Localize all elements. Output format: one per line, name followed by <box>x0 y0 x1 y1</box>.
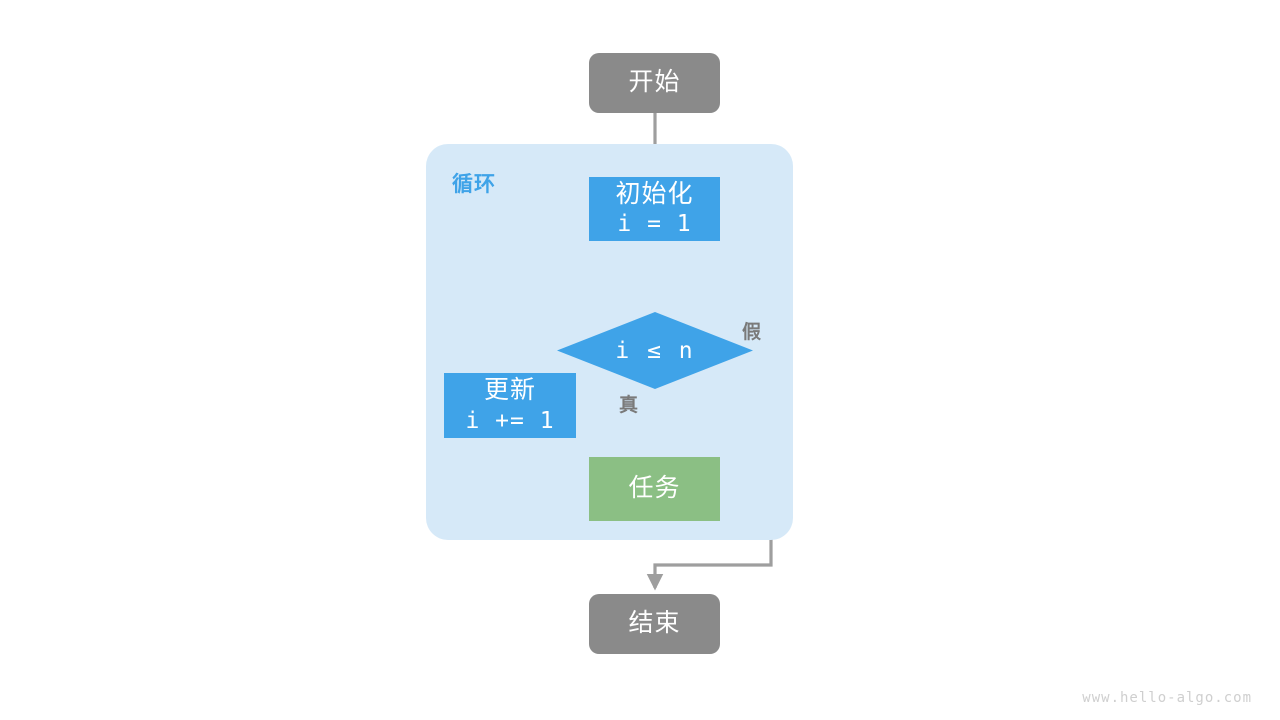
node-decision-label: i ≤ n <box>615 337 695 364</box>
edge-label-false: 假 <box>742 322 762 343</box>
node-end-label: 结束 <box>628 609 681 638</box>
node-update[interactable]: 更新 i += 1 <box>444 373 576 438</box>
node-init-label: 初始化 <box>615 179 694 208</box>
node-start[interactable]: 开始 <box>589 53 720 113</box>
node-decision[interactable]: i ≤ n <box>557 312 753 389</box>
node-task-label: 任务 <box>628 474 681 503</box>
node-init-code: i = 1 <box>617 211 692 238</box>
node-task[interactable]: 任务 <box>589 457 720 521</box>
watermark: www.hello-algo.com <box>1082 690 1252 706</box>
loop-group-label: 循环 <box>452 173 496 196</box>
node-update-label: 更新 <box>483 376 536 405</box>
node-start-label: 开始 <box>628 68 681 97</box>
node-init[interactable]: 初始化 i = 1 <box>589 177 720 241</box>
node-update-code: i += 1 <box>465 407 555 434</box>
node-end[interactable]: 结束 <box>589 594 720 654</box>
edge-label-true: 真 <box>619 395 639 416</box>
